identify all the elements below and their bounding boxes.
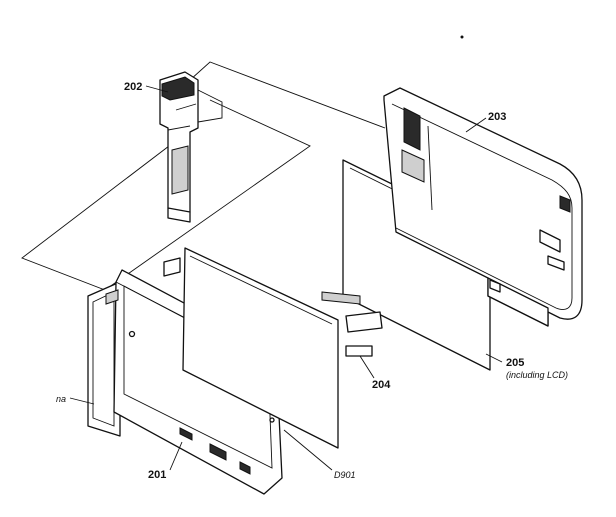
label-205: 205: [506, 357, 524, 369]
part-204-plate: [345, 345, 373, 357]
label-na: na: [56, 394, 66, 404]
label-203: 203: [488, 111, 506, 123]
part-203-front-case: [383, 87, 583, 327]
label-201: 201: [148, 469, 166, 481]
leader-lines: [69, 85, 503, 471]
part-201-rear-frame: [87, 269, 283, 495]
part-d901-board: [163, 247, 339, 449]
part-202-bracket: [159, 71, 223, 223]
label-204: 204: [372, 379, 391, 391]
label-205-note: (including LCD): [506, 370, 568, 380]
stray-dot: [460, 35, 464, 39]
label-202: 202: [124, 81, 142, 93]
label-d901: D901: [334, 470, 356, 480]
alignment-guide-lines: [21, 61, 386, 291]
